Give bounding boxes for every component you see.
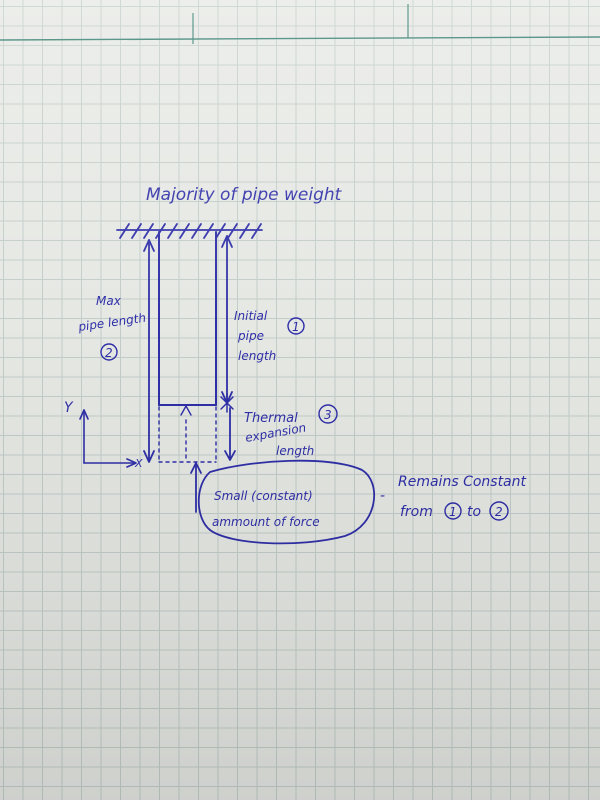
max-number: 2 <box>105 346 113 360</box>
tick-mark <box>220 393 234 413</box>
x-axis-label: X <box>134 457 143 470</box>
max-length-dimension <box>143 239 155 463</box>
expansion-dotted-section <box>158 406 217 463</box>
max-label-line2: pipe length <box>76 311 146 334</box>
pipe-outline <box>158 231 217 406</box>
remains-num1-circle <box>444 502 462 520</box>
expansion-arrow-head <box>180 405 192 416</box>
remains-dash: - <box>380 488 385 504</box>
initial-label-line2: pipe <box>237 329 264 343</box>
remains-num2-circle <box>489 501 509 521</box>
thermal-number-circle <box>318 404 338 424</box>
initial-length-dimension <box>221 235 233 404</box>
thermal-label-line1: Thermal <box>244 411 298 426</box>
page-header-line <box>0 4 600 44</box>
majority-weight-label: Majority of pipe weight <box>146 185 343 205</box>
remains-num2: 2 <box>495 505 503 519</box>
remains-num1: 1 <box>449 505 457 519</box>
thermal-expansion-dimension <box>224 407 236 461</box>
initial-label-line1: Initial <box>234 309 268 323</box>
coordinate-axes <box>79 409 137 468</box>
remains-to: to <box>467 504 481 520</box>
force-label-line1: Small (constant) <box>214 489 313 503</box>
thermal-label-line3: length <box>276 444 314 458</box>
initial-number: 1 <box>292 320 300 334</box>
force-arrow <box>190 462 202 513</box>
fixed-support-hatch <box>116 223 263 239</box>
thermal-number: 3 <box>324 408 332 422</box>
initial-number-circle <box>287 317 305 335</box>
y-axis-label: Y <box>64 400 74 416</box>
max-label-line1: Max <box>96 294 122 308</box>
initial-label-line3: length <box>238 349 276 363</box>
force-label-line2: ammount of force <box>212 515 320 529</box>
force-label-ellipse <box>197 459 375 545</box>
remains-label-line1: Remains Constant <box>398 474 527 490</box>
remains-from: from <box>400 504 433 520</box>
max-number-circle <box>100 343 118 361</box>
